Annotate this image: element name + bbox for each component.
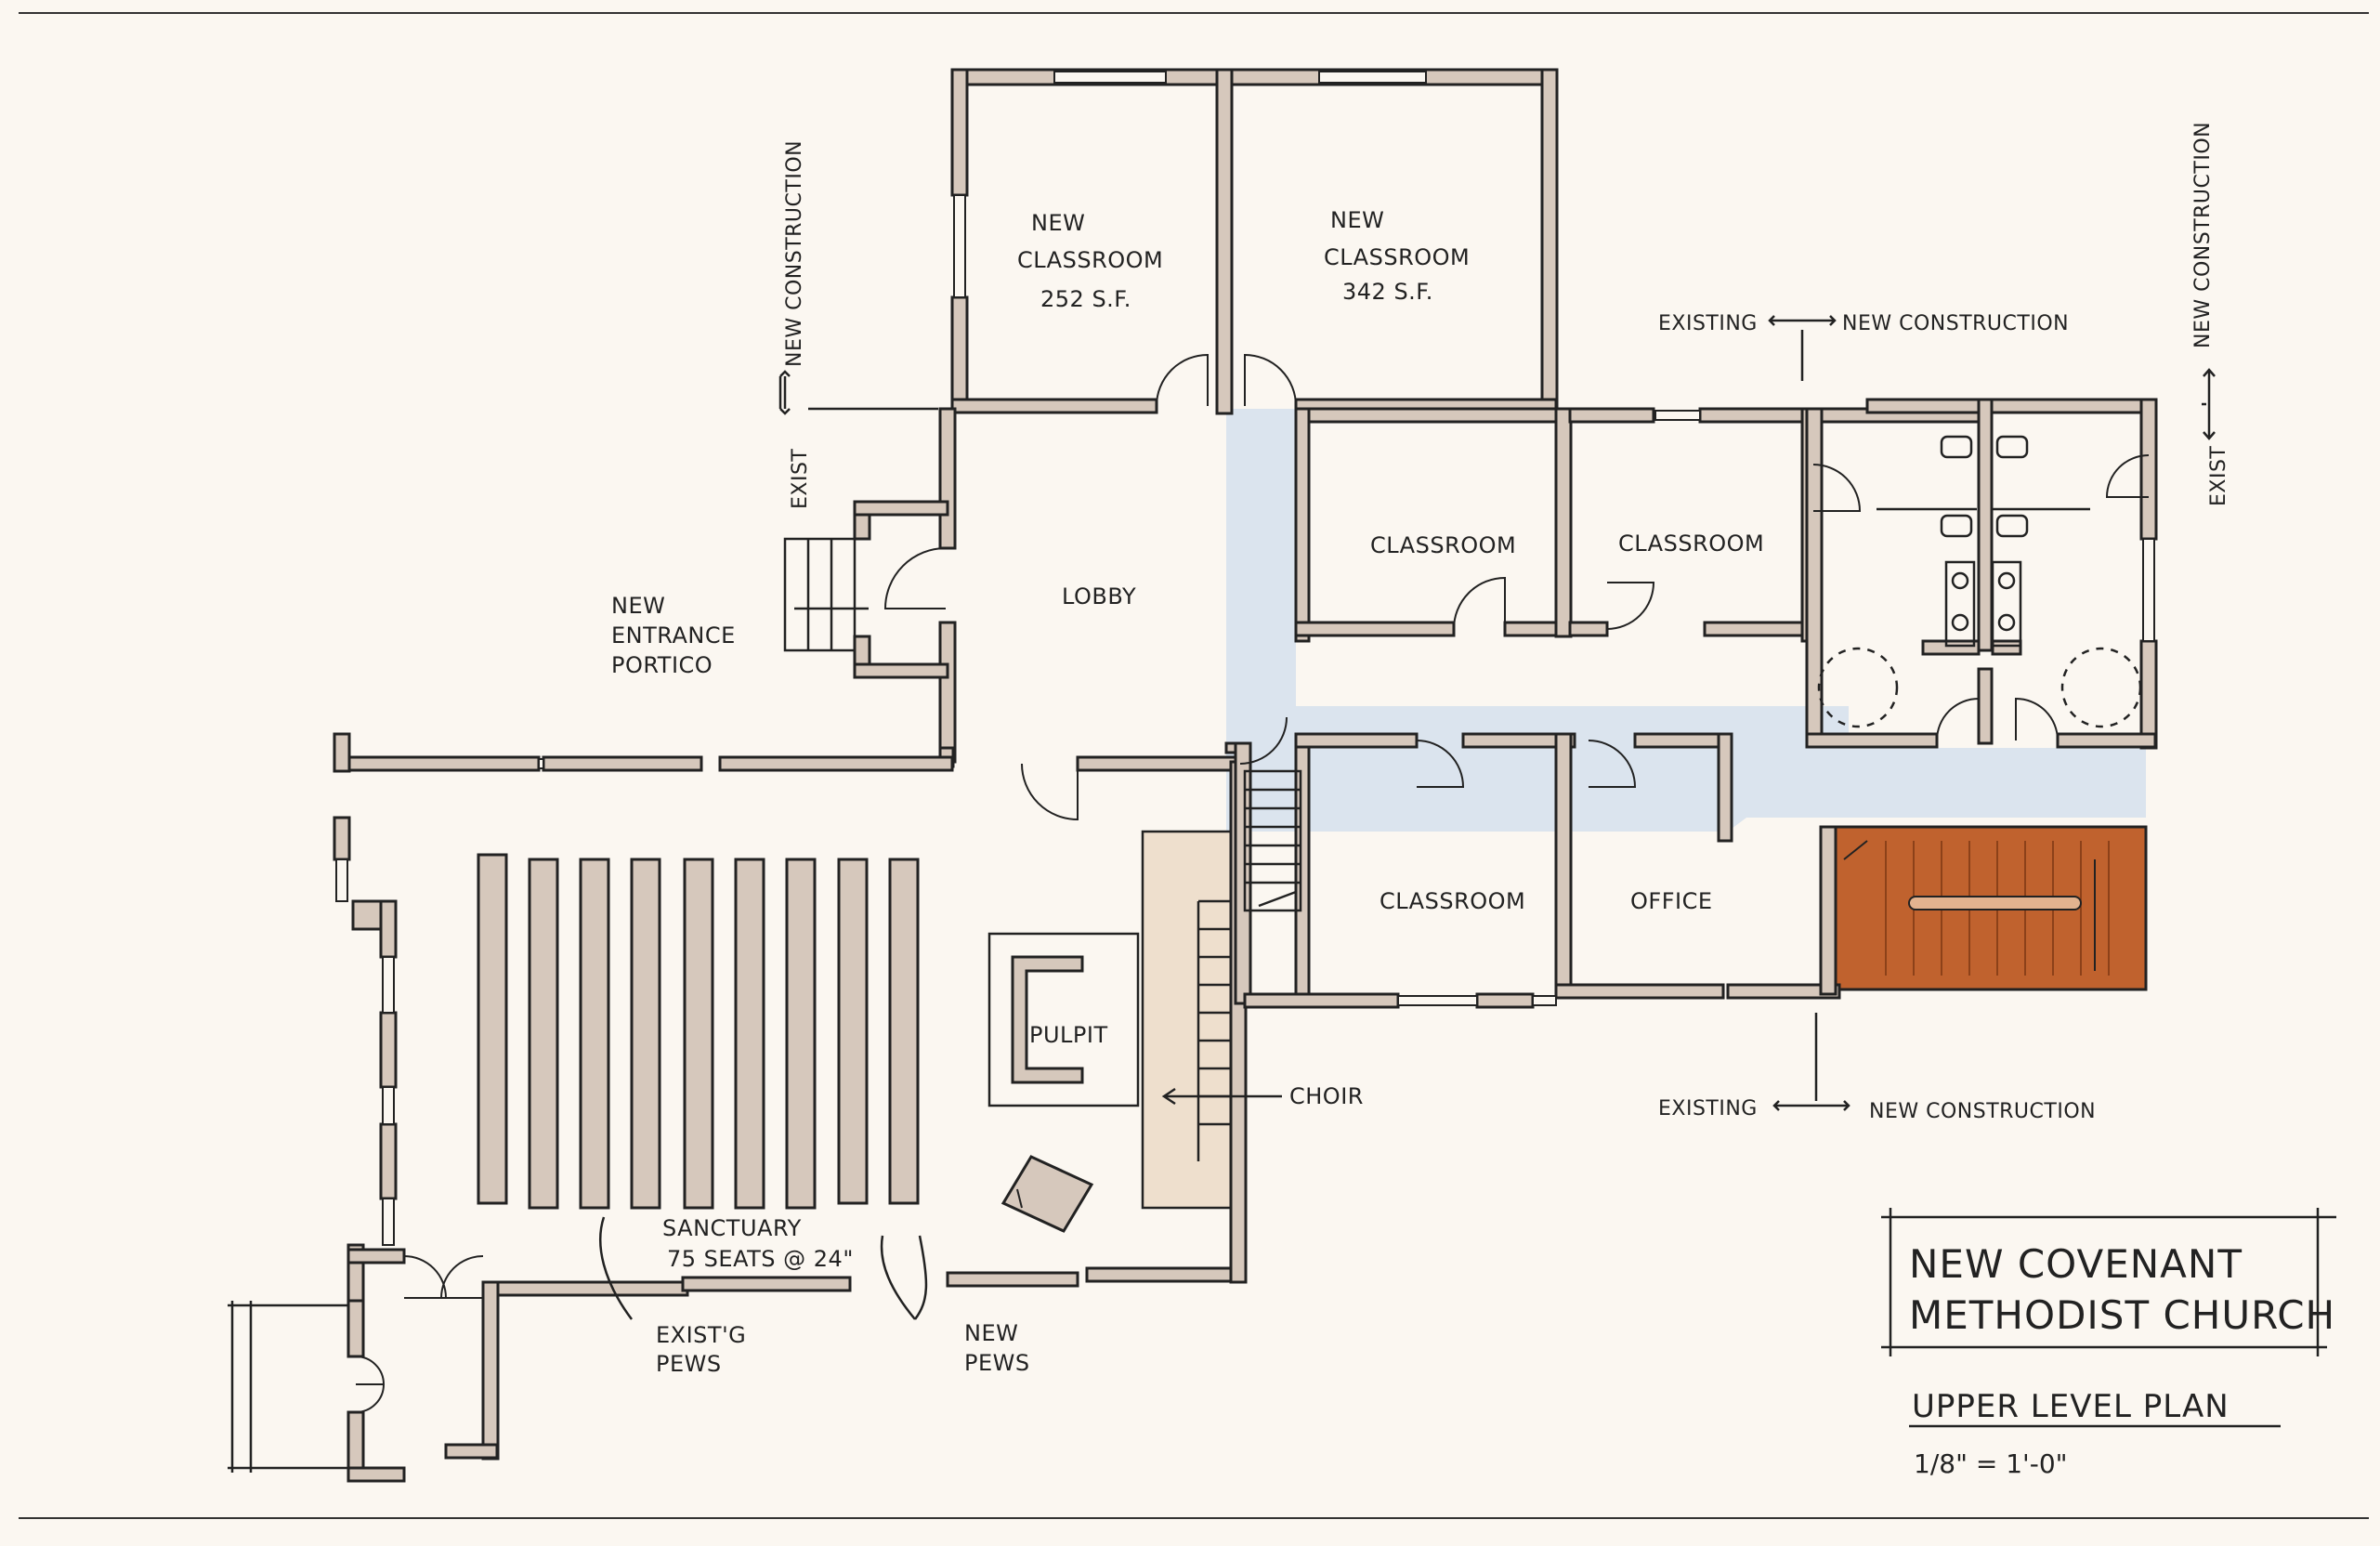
lobby-stair xyxy=(1243,769,1302,912)
choir-steps xyxy=(1197,899,1236,1161)
new-classroom-2-label-2: CLASSROOM xyxy=(1324,244,1470,270)
entrance-label-3: PORTICO xyxy=(611,652,713,678)
title-line-2: METHODIST CHURCH xyxy=(1909,1292,2335,1338)
plan-name: UPPER LEVEL PLAN xyxy=(1912,1388,2230,1425)
pulpit-platform xyxy=(987,932,1140,1233)
new-construction-label-left: NEW CONSTRUCTION xyxy=(783,140,806,367)
existing-label-top: EXISTING xyxy=(1658,312,1758,335)
new-classroom-2-label-1: NEW xyxy=(1330,207,1384,233)
exist-label-right: EXIST xyxy=(2207,446,2230,506)
leader-lines xyxy=(599,607,1282,1320)
new-construction-label-right: NEW CONSTRUCTION xyxy=(2191,122,2215,348)
portico-steps xyxy=(783,537,857,652)
new-pews-label-2: PEWS xyxy=(964,1350,1030,1376)
stair-new xyxy=(1833,825,2148,991)
new-classroom-2-area: 342 S.F. xyxy=(1342,279,1433,305)
pews xyxy=(477,853,920,1210)
entrance-label-1: NEW xyxy=(611,593,665,619)
entrance-label-2: ENTRANCE xyxy=(611,622,736,649)
exist-pews-label-1: EXIST'G xyxy=(656,1322,746,1348)
new-classroom-1-label-1: NEW xyxy=(1031,210,1085,236)
new-construction-label-bottom: NEW CONSTRUCTION xyxy=(1869,1100,2096,1123)
choir-platform xyxy=(1141,830,1237,1210)
existing-label-bottom: EXISTING xyxy=(1658,1097,1758,1120)
new-classroom-1-area: 252 S.F. xyxy=(1040,286,1131,312)
office-label: OFFICE xyxy=(1630,888,1713,914)
restroom-fixtures xyxy=(1817,435,2142,728)
exist-label-left: EXIST xyxy=(789,449,812,509)
new-construction-label-top: NEW CONSTRUCTION xyxy=(1842,312,2069,335)
classroom-a-label: CLASSROOM xyxy=(1370,532,1516,558)
corridor-shading xyxy=(1226,409,2146,832)
plan-scale: 1/8" = 1'-0" xyxy=(1914,1448,2068,1479)
pulpit-label: PULPIT xyxy=(1029,1022,1108,1048)
title-line-1: NEW COVENANT xyxy=(1909,1241,2243,1287)
classroom-b-label: CLASSROOM xyxy=(1618,531,1764,557)
choir-label: CHOIR xyxy=(1289,1083,1364,1109)
sanctuary-seats-label: 75 SEATS @ 24" xyxy=(667,1246,854,1272)
sanctuary-label: SANCTUARY xyxy=(662,1215,802,1241)
title-block-frame xyxy=(1881,1208,2336,1428)
walls xyxy=(333,68,2158,1483)
new-classroom-1-label-2: CLASSROOM xyxy=(1017,247,1163,273)
construction-divider-markers xyxy=(778,315,2216,1111)
windows xyxy=(335,71,2155,1246)
exist-pews-label-2: PEWS xyxy=(656,1351,722,1377)
classroom-c-label: CLASSROOM xyxy=(1380,888,1525,914)
lobby-label: LOBBY xyxy=(1062,583,1136,609)
door-swings xyxy=(355,353,2150,1413)
vestibule-steps xyxy=(228,1301,348,1473)
new-pews-label-1: NEW xyxy=(964,1320,1018,1346)
